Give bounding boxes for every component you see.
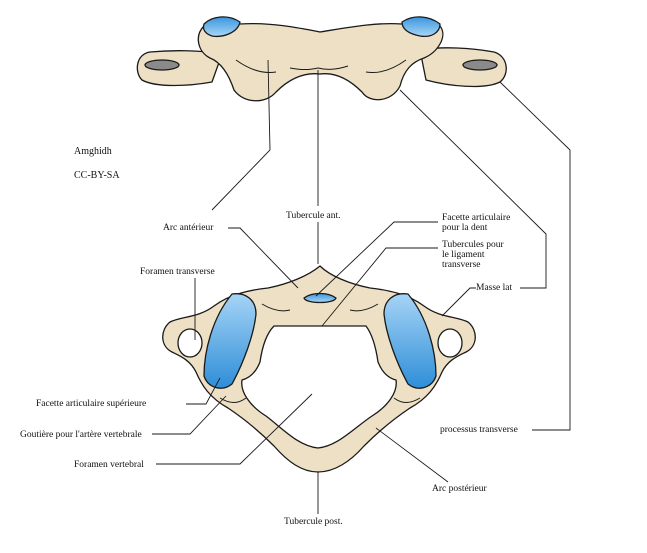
anterior-right-transverse-process <box>419 47 507 88</box>
vertebral-foramen <box>241 325 397 449</box>
anterior-right-foramen <box>462 59 498 71</box>
author-credit: Amghidh <box>74 146 112 157</box>
anterior-main-body <box>197 19 444 102</box>
label-foramen-vertebral: Foramen vertebral <box>74 460 144 470</box>
left-superior-facet <box>203 293 257 389</box>
label-gouttiere: Goutière pour l'artère vertebrale <box>20 430 142 440</box>
anterior-left-foramen <box>144 59 180 71</box>
left-transverse-foramen <box>177 328 203 358</box>
label-arc-posterieur: Arc postérieur <box>432 484 487 494</box>
label-masse-lat: Masse lat <box>476 283 513 293</box>
anterior-view <box>136 16 507 102</box>
right-transverse-foramen <box>437 328 463 358</box>
label-tubercule-post: Tubercule post. <box>284 517 343 527</box>
anterior-right-facet <box>401 16 441 38</box>
right-superior-facet <box>383 293 437 389</box>
label-processus-transverse: processus transverse <box>440 425 518 435</box>
dens-facet <box>303 292 337 304</box>
license-credit: CC-BY-SA <box>74 170 120 181</box>
label-tubercules-ligament: Tubercules pour le ligament transverse <box>442 240 504 270</box>
label-facette-dent: Facette articulaire pour la dent <box>442 213 511 233</box>
label-facette-superieure: Facette articulaire supérieure <box>36 399 147 409</box>
label-arc-anterieur: Arc antérieur <box>163 223 214 233</box>
label-tubercule-ant: Tubercule ant. <box>286 211 341 221</box>
anterior-left-facet <box>202 16 241 38</box>
superior-view <box>162 265 476 473</box>
anterior-left-transverse-process <box>136 50 223 87</box>
leader-lines <box>152 59 571 514</box>
label-foramen-transverse: Foramen transverse <box>140 267 215 277</box>
